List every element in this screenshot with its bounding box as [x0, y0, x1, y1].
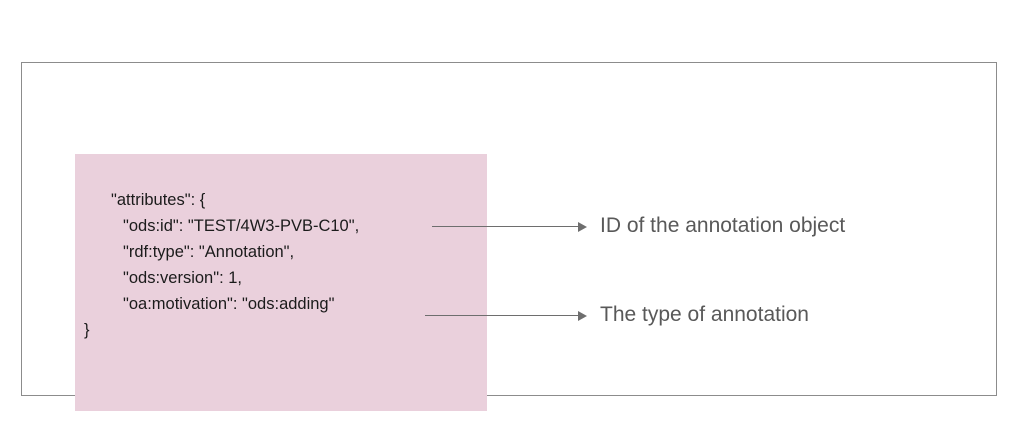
json-code-panel: "attributes": { "ods:id": "TEST/4W3-PVB-C… — [75, 154, 487, 411]
code-line: "rdf:type": "Annotation", — [123, 243, 295, 261]
arrow-right-icon — [578, 311, 587, 321]
code-line: "ods:id": "TEST/4W3-PVB-C10", — [123, 217, 360, 235]
code-line: "oa:motivation": "ods:adding" — [123, 295, 335, 313]
callout-label: ID of the annotation object — [600, 214, 846, 237]
arrow-right-icon — [578, 222, 587, 232]
json-code-block: "attributes": { "ods:id": "TEST/4W3-PVB-C… — [75, 187, 487, 343]
callout-label: The type of annotation — [600, 303, 809, 326]
code-line: "attributes": { — [111, 191, 206, 209]
code-line: } — [84, 321, 90, 339]
code-line: "ods:version": 1, — [123, 269, 243, 287]
diagram-frame: "attributes": { "ods:id": "TEST/4W3-PVB-C… — [21, 62, 997, 411]
callout-leader-line — [432, 226, 580, 227]
callout-leader-line — [425, 315, 580, 316]
